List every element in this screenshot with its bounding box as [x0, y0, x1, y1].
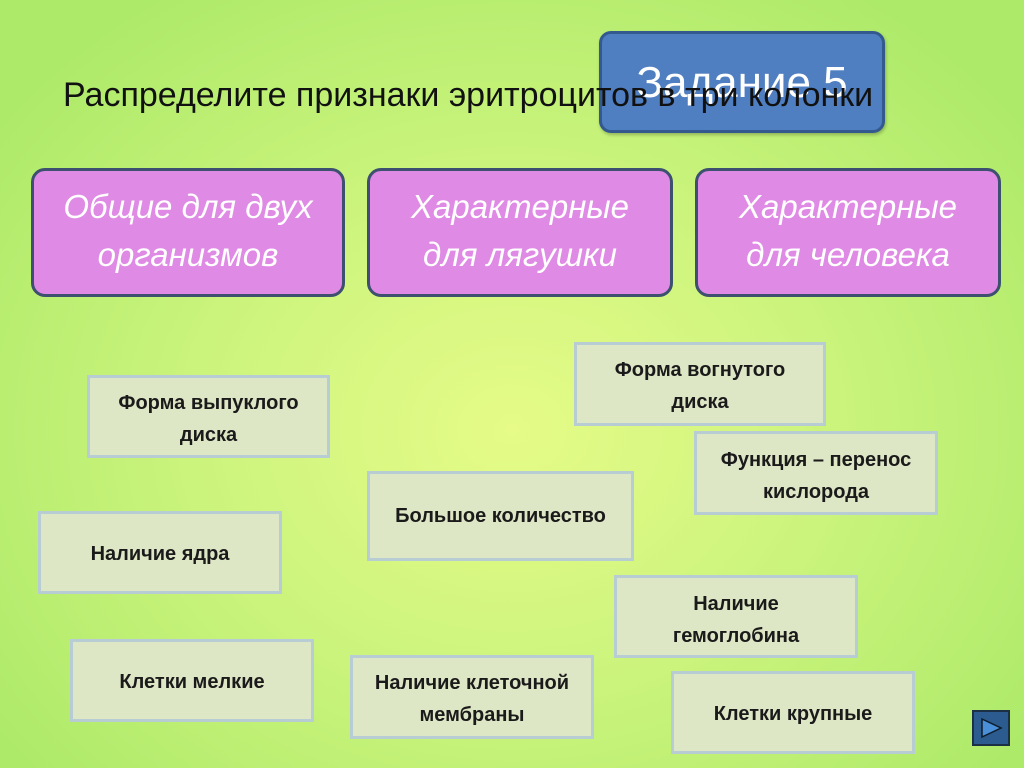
card-nucleus[interactable]: Наличие ядра	[38, 511, 282, 594]
card-line: Наличие	[693, 593, 779, 615]
card-line: Форма вогнутого	[614, 359, 786, 381]
card-line: диска	[179, 424, 238, 446]
column-header-line: Характерные	[738, 188, 957, 225]
next-slide-button[interactable]	[972, 710, 1010, 746]
slide-title: Распределите признаки эритроцитов в три …	[63, 76, 874, 114]
card-large-cells[interactable]: Клетки крупные	[671, 671, 915, 754]
card-line: кислорода	[762, 481, 870, 503]
play-triangle-icon	[981, 717, 1003, 739]
card-line: Наличие клеточной	[374, 672, 570, 694]
card-line: Наличие ядра	[90, 543, 230, 565]
card-line: диска	[671, 391, 729, 413]
card-line: мембраны	[419, 704, 525, 726]
card-large-quantity[interactable]: Большое количество	[367, 471, 634, 561]
card-line: Клетки мелкие	[119, 671, 265, 693]
card-hemoglobin[interactable]: Наличие гемоглобина	[614, 575, 858, 658]
card-small-cells[interactable]: Клетки мелкие	[70, 639, 314, 722]
card-convex-disc[interactable]: Форма выпуклого диска	[87, 375, 330, 458]
column-header-human[interactable]: Характерные для человека	[695, 168, 1001, 297]
column-header-line: Общие для двух	[63, 188, 313, 225]
card-oxygen-transport[interactable]: Функция – перенос кислорода	[694, 431, 938, 515]
column-header-common[interactable]: Общие для двух организмов	[31, 168, 345, 297]
column-header-line: для лягушки	[423, 236, 617, 273]
card-line: гемоглобина	[672, 625, 800, 647]
column-header-line: Характерные	[410, 188, 629, 225]
column-header-frog[interactable]: Характерные для лягушки	[367, 168, 673, 297]
card-concave-disc[interactable]: Форма вогнутого диска	[574, 342, 826, 426]
card-line: Большое количество	[395, 505, 606, 527]
task-number-label: Задание 5	[636, 58, 848, 107]
task-number-badge: Задание 5	[599, 31, 885, 133]
card-line: Функция – перенос	[720, 449, 912, 471]
column-header-line: организмов	[97, 236, 279, 273]
column-header-line: для человека	[746, 236, 950, 273]
card-cell-membrane[interactable]: Наличие клеточной мембраны	[350, 655, 594, 739]
card-line: Форма выпуклого	[118, 392, 299, 414]
card-line: Клетки крупные	[713, 703, 873, 725]
